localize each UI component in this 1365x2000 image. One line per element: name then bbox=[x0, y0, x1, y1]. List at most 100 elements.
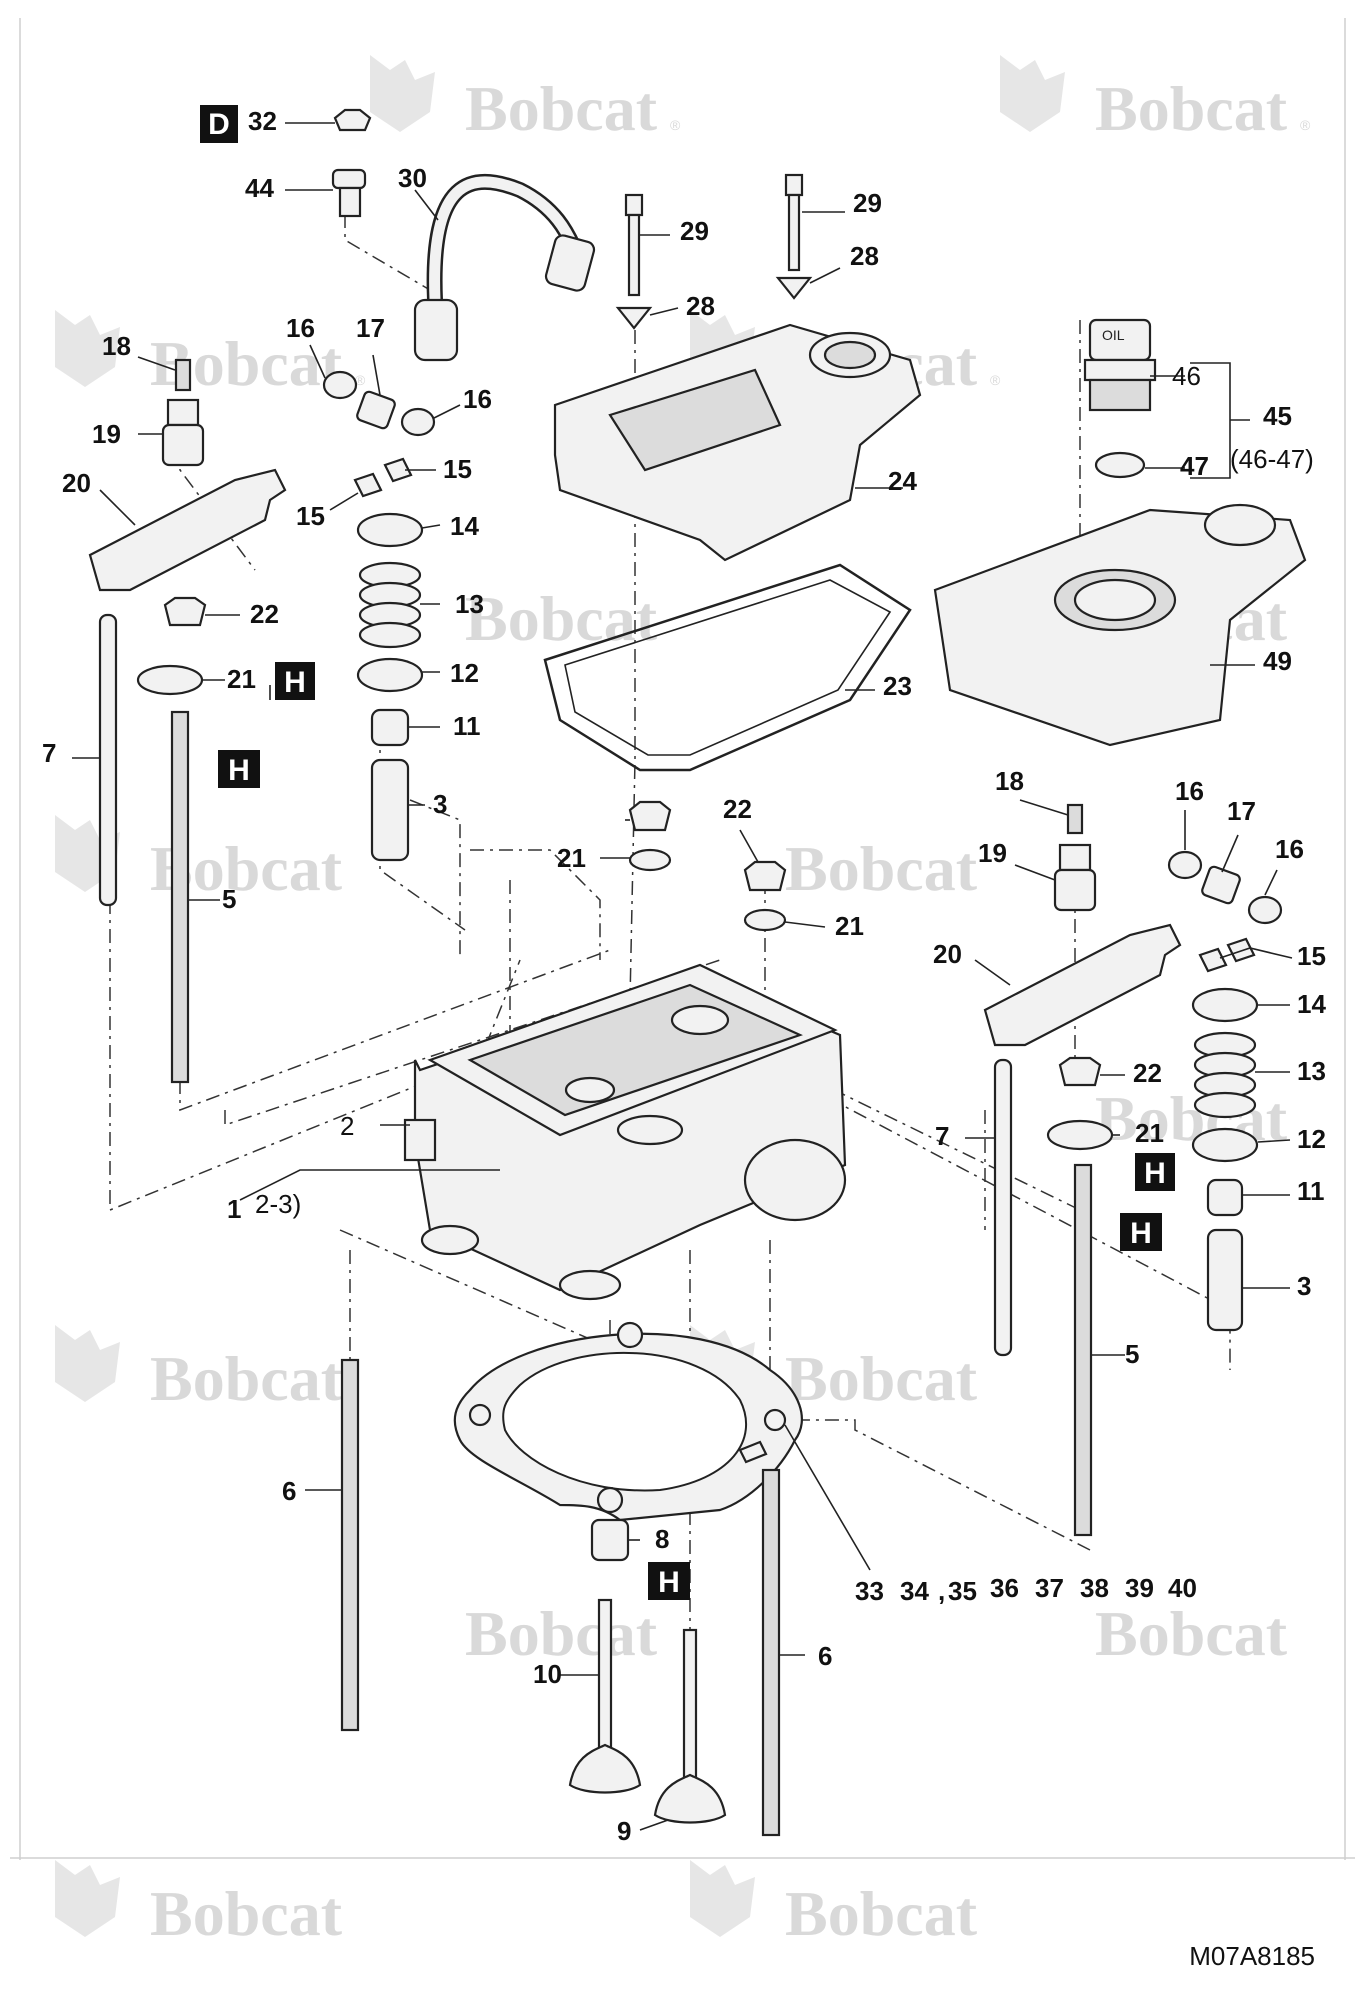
callout-37: 37 bbox=[1035, 1573, 1064, 1603]
watermark-text: Bobcat bbox=[465, 1598, 658, 1669]
callout-29-right: 29 bbox=[853, 188, 882, 218]
rocker-arm-20-right bbox=[983, 923, 1182, 1047]
spring-13-left bbox=[358, 561, 422, 649]
watermark-text: Bobcat bbox=[785, 833, 978, 904]
watermark-10: Bobcat bbox=[1095, 1083, 1288, 1154]
centerline bbox=[179, 420, 256, 571]
watermark-14: Bobcat bbox=[1095, 1598, 1288, 1669]
valve-head bbox=[653, 1773, 727, 1824]
leader bbox=[974, 959, 1011, 986]
washer-21-center-a bbox=[628, 848, 672, 872]
callout-7-left: 7 bbox=[42, 738, 56, 768]
callout-34: 34 bbox=[900, 1576, 929, 1606]
strap-clip bbox=[544, 234, 596, 292]
h-box-bg bbox=[1120, 1213, 1162, 1251]
callout-22-center-a: 22 bbox=[723, 794, 752, 824]
callout-46: 46 bbox=[1172, 361, 1201, 391]
watermark-reg: ® bbox=[670, 117, 681, 133]
gasket-inner bbox=[564, 579, 892, 756]
spring-seat-12-right bbox=[1191, 1127, 1259, 1163]
callout-3-left: 3 bbox=[433, 789, 447, 819]
callout-49: 49 bbox=[1263, 646, 1292, 676]
nut-32 bbox=[333, 108, 372, 132]
bushing-head bbox=[331, 168, 367, 190]
valve-cover-24 bbox=[553, 323, 922, 562]
callout-16-right-a: 16 bbox=[1175, 776, 1204, 806]
callout-20-left: 20 bbox=[62, 468, 91, 498]
watermark-text: Bobcat bbox=[785, 1878, 978, 1949]
collet-15-right-b bbox=[1226, 937, 1256, 963]
leader bbox=[1219, 947, 1293, 959]
oil-cap-label: OIL bbox=[1102, 327, 1125, 343]
bobcat-logo-icon bbox=[370, 55, 435, 132]
spring-retainer-14-right bbox=[1191, 987, 1259, 1023]
callout-38: 38 bbox=[1080, 1573, 1109, 1603]
bushing-shank bbox=[338, 186, 362, 218]
head-boss bbox=[403, 1118, 437, 1162]
strap-sleeve bbox=[413, 298, 459, 362]
valve-cover-cap-hole bbox=[823, 340, 877, 370]
h-box-4: H bbox=[1120, 1213, 1162, 1251]
bolt-shank bbox=[627, 213, 641, 297]
bobcat-logo-icon bbox=[690, 1860, 755, 1937]
watermark-text: Bobcat bbox=[1095, 1083, 1288, 1154]
spring-coil bbox=[1193, 1091, 1257, 1119]
centerline bbox=[344, 185, 431, 291]
callout-45: 45 bbox=[1263, 401, 1292, 431]
callout-15-left-b: 15 bbox=[443, 454, 472, 484]
valve-stem bbox=[682, 1628, 698, 1782]
watermark-text: Bobcat bbox=[1095, 73, 1288, 144]
callout-30: 30 bbox=[398, 163, 427, 193]
washer-16-left-b bbox=[400, 407, 436, 437]
leader bbox=[239, 1169, 500, 1201]
callout-15-left-a: 15 bbox=[296, 501, 325, 531]
callouts: 32 44 30 29 28 29 28 24 23 46 47 45 (46-… bbox=[42, 106, 1326, 1846]
leader bbox=[414, 189, 439, 221]
h-box-bg bbox=[275, 662, 315, 700]
gasket-hole bbox=[763, 1408, 787, 1432]
washer-21-left bbox=[136, 664, 204, 696]
callout-18-left: 18 bbox=[102, 331, 131, 361]
pivot-17-right bbox=[1201, 865, 1241, 905]
callout-1-range: 2-3) bbox=[255, 1189, 301, 1219]
spring-seat-12-left bbox=[356, 657, 424, 693]
callout-2: 2 bbox=[340, 1111, 354, 1141]
watermark-2: Bobcat ® bbox=[1000, 55, 1311, 144]
watermark-3: Bobcat ® bbox=[55, 310, 366, 399]
callout-39: 39 bbox=[1125, 1573, 1154, 1603]
callout-5-right: 5 bbox=[1125, 1339, 1139, 1369]
leader bbox=[99, 489, 136, 526]
watermark-13: Bobcat bbox=[465, 1598, 658, 1669]
nut-lower bbox=[1053, 868, 1097, 912]
callout-14-left: 14 bbox=[450, 511, 479, 541]
leader bbox=[421, 524, 441, 529]
centerline bbox=[109, 900, 521, 1212]
valve-cover-49 bbox=[933, 503, 1307, 747]
pushrod-7-right bbox=[993, 1058, 1013, 1357]
oil-cap-washer-47 bbox=[1094, 451, 1146, 479]
h-box-letter: H bbox=[1130, 1217, 1152, 1250]
callout-22-right: 22 bbox=[1133, 1058, 1162, 1088]
callout-5-left: 5 bbox=[222, 884, 236, 914]
callout-32: 32 bbox=[248, 106, 277, 136]
stud-6-right bbox=[761, 1468, 781, 1837]
leader bbox=[739, 829, 759, 863]
bolt-29-left bbox=[624, 193, 644, 297]
callout-12-left: 12 bbox=[450, 658, 479, 688]
watermark-reg: ® bbox=[355, 372, 366, 388]
callout-21-center-b: 21 bbox=[835, 911, 864, 941]
bobcat-logo-icon bbox=[55, 1325, 120, 1402]
leader bbox=[433, 404, 461, 419]
gasket-outer bbox=[543, 563, 912, 772]
nut-upper bbox=[1058, 843, 1092, 872]
bolt-head bbox=[624, 193, 644, 217]
callout-9: 9 bbox=[617, 1816, 631, 1846]
centerline bbox=[409, 799, 461, 960]
centerline bbox=[379, 730, 466, 931]
h-box-letter: H bbox=[658, 1566, 680, 1599]
watermark-text: Bobcat bbox=[150, 1343, 343, 1414]
bobcat-logo-icon bbox=[1000, 55, 1065, 132]
d-box-bg bbox=[200, 105, 238, 143]
watermark-11: Bobcat bbox=[55, 1325, 343, 1414]
